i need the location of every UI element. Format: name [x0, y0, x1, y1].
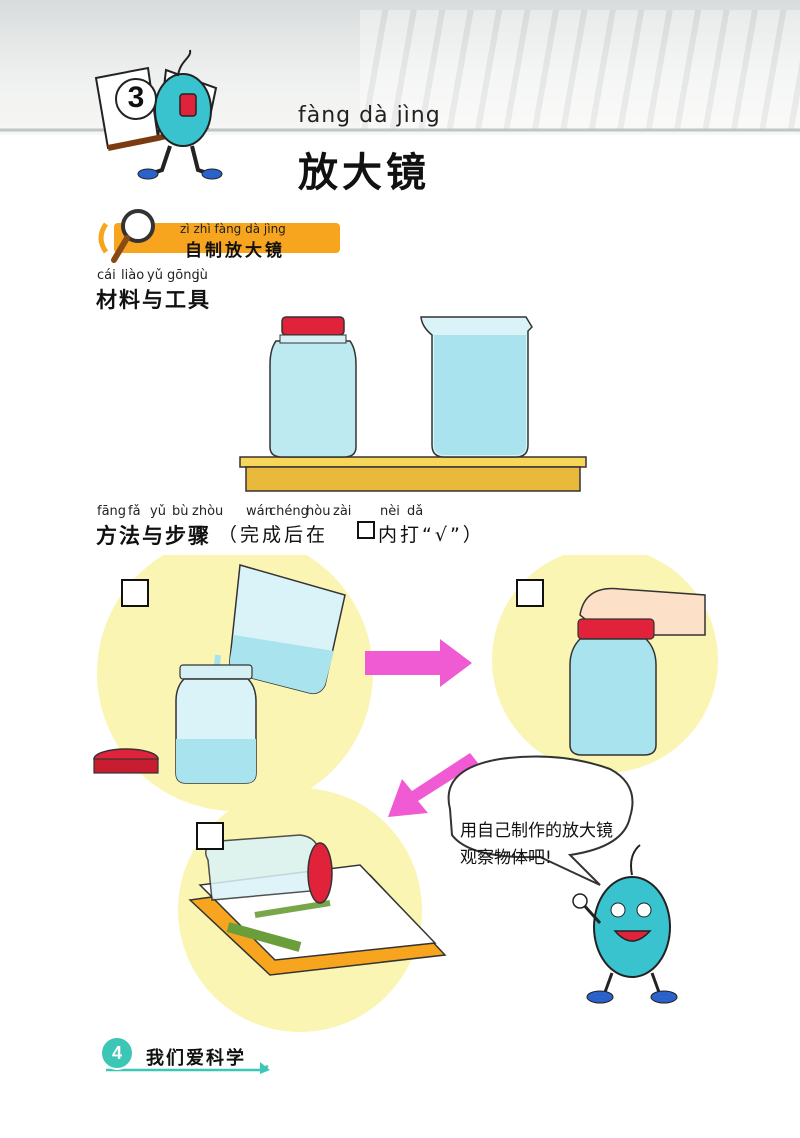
step1-checkbox[interactable] [121, 579, 149, 607]
mascot-icon [572, 844, 678, 1004]
chapter-number: 3 [115, 78, 157, 120]
method-pinyin-11: dǎ [407, 504, 424, 519]
title-pinyin: fàng dà jìng [298, 103, 441, 128]
note-checkbox-icon [357, 521, 375, 539]
method-pinyin-8: hòu [306, 504, 331, 519]
materials-pinyin-5: jù [196, 268, 208, 283]
section-banner [98, 222, 340, 254]
arrow-right-icon [365, 639, 472, 687]
page-number: 4 [100, 1036, 134, 1070]
method-pinyin-9: zài [333, 504, 352, 519]
materials-pinyin-1: cái [97, 268, 116, 283]
page-title: 放大镜 [298, 150, 430, 196]
speech-bubble [447, 755, 634, 886]
materials-pinyin-2: liào [121, 268, 145, 283]
materials-illustration [239, 316, 587, 492]
jar-on-book-icon [205, 834, 333, 904]
mascot-with-book-icon [94, 49, 223, 180]
materials-pinyin-4: gōng [167, 268, 200, 283]
method-note-start: （完成后在 [218, 524, 329, 546]
method-pinyin-3: yǔ [150, 504, 166, 519]
jar-filling-icon [175, 664, 257, 784]
hand-closing-jar-icon [569, 587, 706, 756]
steps-illustration [93, 555, 718, 1032]
speech-bubble-text: 用自己制作的放大镜观察物体吧! [460, 821, 613, 868]
method-pinyin-5: zhòu [192, 504, 224, 519]
method-pinyin-4: bù [172, 504, 189, 519]
materials-heading: 材料与工具 [96, 288, 211, 312]
section-title: 自制放大镜 [185, 241, 285, 261]
method-pinyin-10: nèi [380, 504, 400, 519]
step3-checkbox[interactable] [196, 822, 224, 850]
materials-pinyin-3: yǔ [147, 268, 163, 283]
method-pinyin-2: fǎ [128, 504, 141, 519]
footer-underline [106, 1062, 270, 1074]
method-pinyin-1: fāng [97, 504, 127, 519]
book-title: 我们爱科学 [146, 1048, 246, 1069]
method-pinyin-6: wán [246, 504, 273, 519]
method-note-end: 内打“√”） [378, 524, 485, 546]
method-pinyin-7: chéng [269, 504, 309, 519]
method-heading: 方法与步骤 [96, 524, 211, 548]
magnifier-icon [111, 209, 155, 263]
arrow-down-left-icon [388, 753, 478, 817]
pouring-beaker-icon [205, 564, 346, 756]
step2-checkbox[interactable] [516, 579, 544, 607]
section-pinyin: zì zhì fàng dà jìng [180, 222, 286, 236]
red-lid-icon [93, 748, 159, 774]
